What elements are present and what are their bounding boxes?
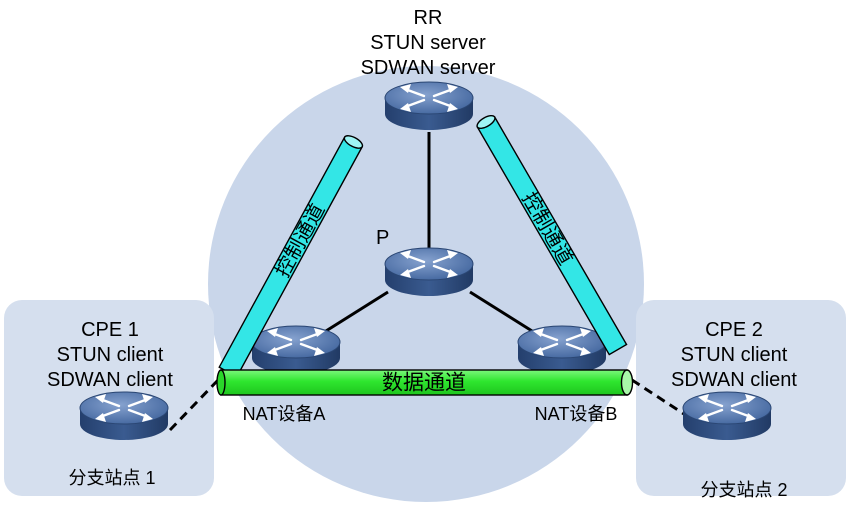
rr-sdwan-label: SDWAN server	[361, 57, 496, 79]
cpe1-router-icon	[78, 390, 170, 442]
p-router-label: P	[376, 227, 389, 249]
rr-stun-label: STUN server	[370, 32, 486, 54]
link-nat-b-cpe2-dashed	[631, 378, 685, 416]
data-tunnel-label: 数据通道	[382, 372, 466, 395]
link-p-nat-b	[469, 290, 541, 338]
nat-a-label: NAT设备A	[243, 404, 326, 424]
link-p-nat-a	[317, 290, 389, 338]
link-cpe1-nat-a-dashed	[168, 376, 222, 432]
rr-router-icon	[383, 80, 475, 132]
nat-b-router-icon	[516, 324, 608, 376]
cpe2-stun-label: STUN client	[681, 344, 788, 366]
cpe1-sdwan-label: SDWAN client	[47, 369, 173, 391]
cpe2-sdwan-label: SDWAN client	[671, 369, 797, 391]
data-tunnel: 数据通道	[216, 369, 634, 396]
branch-site-1-label: 分支站点 1	[68, 468, 155, 488]
nat-a-router-icon	[250, 324, 342, 376]
rr-role-label: RR	[414, 7, 443, 29]
cpe2-name-label: CPE 2	[705, 319, 763, 341]
branch-site-2-label: 分支站点 2	[700, 480, 787, 500]
nat-b-label: NAT设备B	[535, 404, 618, 424]
cpe1-name-label: CPE 1	[81, 319, 139, 341]
cpe2-router-icon	[681, 390, 773, 442]
p-router-icon	[383, 246, 475, 298]
cpe1-stun-label: STUN client	[57, 344, 164, 366]
